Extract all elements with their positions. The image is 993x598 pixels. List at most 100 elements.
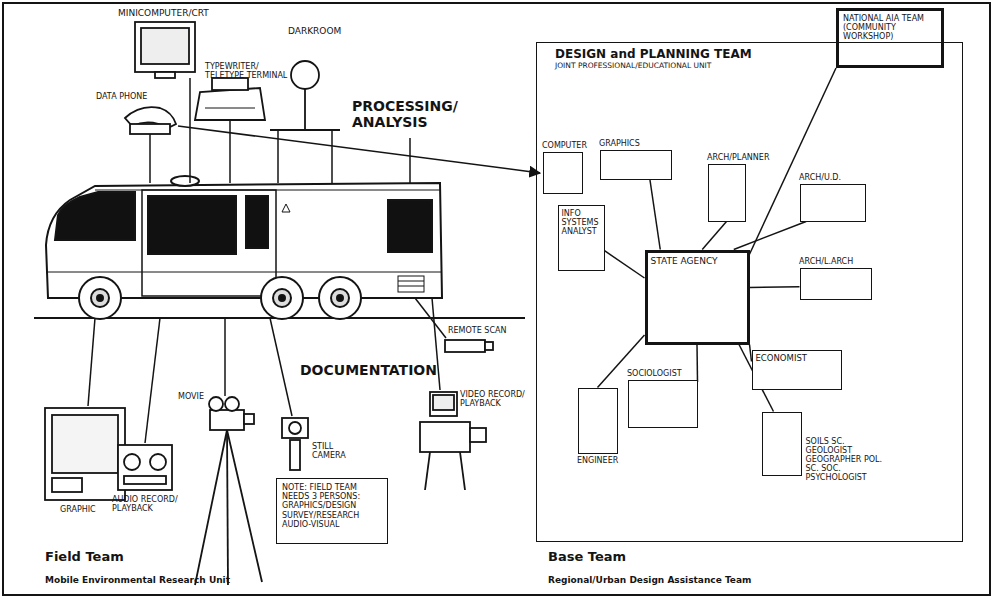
equipment-label: STILL CAMERA (312, 442, 352, 460)
member-box: ENGINEER (578, 388, 618, 454)
frame (3, 3, 990, 595)
van (91, 289, 109, 307)
connector-line (750, 286, 800, 288)
team-frame: DESIGN and PLANNING TEAMJOINT PROFESSION… (536, 42, 963, 542)
node-label: NOTE: FIELD TEAM NEEDS 3 PERSONS: GRAPHI… (282, 483, 382, 529)
node-label: GRAPHICS (599, 139, 640, 148)
section-heading: PROCESSING/ ANALYSIS (352, 98, 472, 130)
processing-equipment (141, 28, 189, 64)
van (337, 295, 343, 301)
equipment-label: MOVIE (178, 392, 204, 401)
team-subtitle: Mobile Environmental Research Unit (45, 575, 230, 585)
van (79, 277, 121, 319)
van (331, 289, 349, 307)
equipment-label: MINICOMPUTER/CRT (118, 8, 209, 18)
node-label: ARCH/PLANNER (707, 153, 769, 162)
member-box: ARCH/L.ARCH (800, 268, 872, 300)
van (171, 176, 199, 186)
leader-line (270, 318, 292, 416)
documentation-equipment (282, 418, 308, 438)
node-label: COMPUTER (542, 141, 587, 150)
leader-line (145, 318, 160, 443)
connector-line (696, 345, 698, 382)
processing-equipment (195, 88, 265, 120)
section-heading: DOCUMENTATION (300, 362, 437, 378)
documentation-equipment (118, 445, 172, 490)
documentation-equipment (430, 392, 457, 416)
documentation-equipment (485, 342, 493, 350)
documentation-equipment (227, 430, 228, 585)
team-subtitle: Regional/Urban Design Assistance Team (548, 575, 751, 585)
documentation-equipment (433, 395, 454, 410)
node-label: STATE AGENCY (651, 256, 744, 266)
member-box: INFO SYSTEMS ANALYST (558, 205, 605, 271)
leader-line (88, 78, 446, 443)
leader-line (88, 318, 95, 406)
data-arrow (178, 126, 540, 173)
documentation-equipment (124, 454, 140, 470)
processing-equipment (125, 22, 340, 134)
processing-equipment (135, 22, 195, 72)
van (273, 289, 291, 307)
van (46, 272, 442, 273)
documentation-equipment (124, 476, 166, 484)
documentation-equipment (290, 440, 300, 470)
documentation-equipment (45, 408, 125, 500)
documentation-equipment (52, 478, 82, 492)
van (398, 276, 424, 292)
connector-line (605, 251, 645, 278)
node-label: ARCH/L.ARCH (799, 257, 853, 266)
documentation-equipment (470, 428, 486, 442)
member-box: SOCIOLOGIST (628, 380, 698, 428)
leader-line (409, 138, 411, 183)
documentation-equipment (210, 410, 244, 430)
member-box: GRAPHICS (600, 150, 672, 180)
leader-line (149, 134, 151, 183)
van (142, 190, 276, 296)
member-box: SOILS SC. GEOLOGIST GEOGRAPHER POL. SC. … (762, 412, 802, 476)
processing-equipment (304, 89, 306, 130)
documentation-equipment (209, 397, 223, 411)
team-title: Field Team (45, 550, 124, 565)
processing-equipment (291, 61, 319, 89)
agency-box: STATE AGENCY (645, 250, 750, 345)
leader-line (331, 130, 333, 183)
documentation-equipment (225, 397, 239, 411)
team-title: Base Team (548, 550, 626, 565)
node-label: SOCIOLOGIST (627, 369, 682, 378)
frame (3, 3, 990, 595)
documentation-equipment (460, 452, 465, 490)
equipment-label: AUDIO RECORD/ PLAYBACK (112, 495, 182, 513)
equipment-label: DARKROOM (288, 26, 341, 36)
node-label: ECONOMIST (756, 354, 838, 364)
node-label: INFO SYSTEMS ANALYST (562, 209, 601, 237)
van (398, 286, 424, 287)
documentation-equipment (227, 430, 262, 582)
van (398, 281, 424, 282)
processing-equipment (130, 124, 170, 134)
documentation-equipment (52, 415, 118, 473)
node-label: SOILS SC. GEOLOGIST GEOGRAPHER POL. SC. … (806, 437, 892, 483)
documentation-equipment (425, 452, 430, 490)
equipment-label: TYPEWRITER/ TELETYPE TERMINAL (205, 62, 295, 80)
node-label: DESIGN and PLANNING TEAM (555, 48, 944, 62)
documentation-equipment (445, 340, 485, 352)
van (279, 295, 285, 301)
van (97, 295, 103, 301)
connector-line (650, 180, 660, 250)
node-label: ARCH/U.D. (799, 173, 841, 182)
leader-line (189, 78, 191, 183)
team-box: NATIONAL AIA TEAM (COMMUNITY WORKSHOP) (836, 8, 944, 68)
documentation-equipment (289, 422, 301, 434)
documentation-equipment (195, 430, 227, 585)
processing-equipment (205, 108, 255, 109)
equipment-label: VIDEO RECORD/ PLAYBACK (460, 390, 530, 408)
van (148, 196, 236, 254)
equipment-label: GRAPHIC (60, 505, 96, 514)
node-sublabel: JOINT PROFESSIONAL/EDUCATIONAL UNIT (555, 62, 944, 71)
equipment-label: DATA PHONE (96, 92, 147, 101)
van (55, 192, 135, 240)
van (282, 204, 290, 212)
connector-line (734, 222, 806, 250)
